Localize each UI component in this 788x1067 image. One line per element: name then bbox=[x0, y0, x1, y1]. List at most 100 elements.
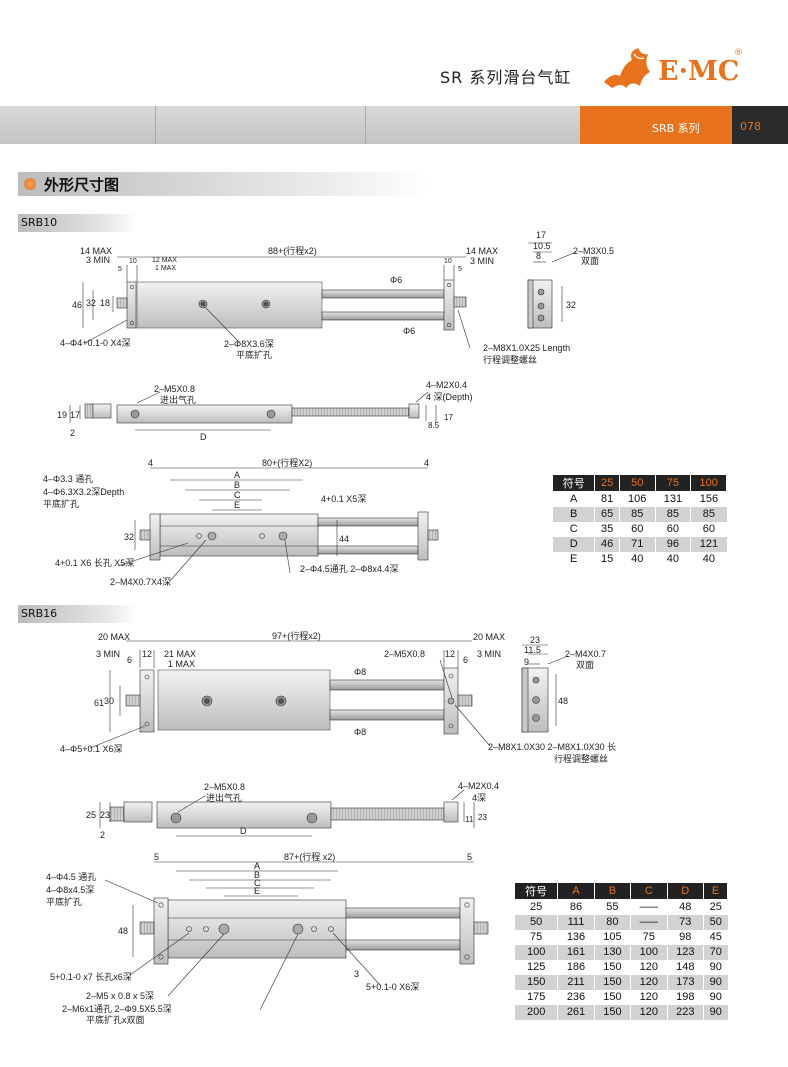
dim-label: 80+(行程X2) bbox=[262, 457, 312, 468]
table-cell: 65 bbox=[594, 506, 620, 522]
table-cell: 85 bbox=[690, 506, 727, 522]
dim-label: 5 bbox=[458, 266, 462, 273]
dim-label: Φ6 bbox=[390, 275, 402, 285]
table-cell: C bbox=[551, 521, 595, 537]
srb10-side-view bbox=[69, 391, 437, 431]
note: 行程调整螺丝 bbox=[483, 354, 537, 365]
dim-label: 10 bbox=[129, 258, 137, 265]
note: 2–M5 x 0.8 x 5深 bbox=[86, 991, 154, 1001]
note: 平底扩孔 bbox=[46, 896, 82, 907]
table-cell: 150 bbox=[593, 959, 631, 975]
table-cell: 40 bbox=[654, 551, 691, 567]
table-cell: 90 bbox=[702, 989, 728, 1005]
dim-label: B bbox=[254, 870, 260, 880]
table-cell: 148 bbox=[666, 959, 704, 975]
dim-label: Φ8 bbox=[354, 667, 366, 677]
table-cell: B bbox=[551, 506, 595, 522]
note: 2–M8X1.0X30 2–M8X1.0X30 长 bbox=[488, 741, 616, 752]
table-cell: E bbox=[551, 551, 595, 567]
table-cell: 15 bbox=[594, 551, 620, 567]
table-cell: 35 bbox=[594, 521, 620, 537]
table-cell: 90 bbox=[702, 1004, 728, 1020]
table-cell: 121 bbox=[690, 536, 727, 552]
table-cell: 70 bbox=[702, 944, 728, 960]
dim-label: 4 bbox=[148, 458, 153, 468]
table-cell: 105 bbox=[593, 929, 631, 945]
table-cell: 131 bbox=[654, 491, 691, 507]
dim-label: 5 bbox=[118, 266, 122, 273]
srb16-side-view bbox=[99, 789, 475, 837]
dim-label: C bbox=[254, 878, 261, 888]
dim-label: 4 bbox=[424, 458, 429, 468]
table-cell: A bbox=[551, 491, 595, 507]
table-cell: 156 bbox=[690, 491, 727, 507]
table-cell: 85 bbox=[654, 506, 691, 522]
series-tab-label: SRB 系列 bbox=[652, 122, 700, 135]
table-header-cell: B bbox=[593, 882, 632, 900]
dim-label: 3 MIN bbox=[86, 255, 110, 265]
dim-label: 10.5 bbox=[533, 241, 551, 251]
table-cell: 75 bbox=[513, 929, 558, 945]
dim-label: 17 bbox=[536, 230, 546, 240]
table-header-cell: 符号 bbox=[513, 882, 559, 900]
dim-label: 32 bbox=[124, 532, 134, 542]
note: 2–M4X0.7X4深 bbox=[110, 577, 171, 587]
dim-label: 11.5 bbox=[524, 645, 541, 655]
table-cell: 111 bbox=[557, 914, 595, 930]
srb16-end-view bbox=[521, 644, 569, 733]
table-header-cell: C bbox=[630, 882, 668, 900]
note: 4–Φ4+0.1-0 X4深 bbox=[60, 338, 130, 348]
dim-label: 87+(行程 x2) bbox=[284, 851, 335, 862]
dim-label: 12 bbox=[142, 649, 152, 659]
dim-label: 30 bbox=[104, 696, 114, 706]
dim-label: 10 bbox=[444, 258, 452, 265]
dim-label: 23 bbox=[100, 810, 110, 820]
srb10-bottom-view bbox=[117, 467, 439, 582]
dim-label: 2 bbox=[100, 830, 105, 840]
table-cell: 186 bbox=[557, 959, 595, 975]
table-cell: 125 bbox=[513, 959, 558, 975]
note: 4–Φ4.5 通孔 bbox=[46, 872, 96, 882]
dim-label: 5 bbox=[467, 852, 472, 862]
note: 4 深(Depth) bbox=[426, 392, 473, 402]
dim-label: 61 bbox=[94, 698, 104, 708]
band-divider bbox=[155, 106, 156, 144]
dim-label: 17 bbox=[444, 413, 453, 422]
table-cell: 236 bbox=[557, 989, 595, 1005]
dim-label: 12 bbox=[445, 649, 455, 659]
table-cell: 96 bbox=[654, 536, 691, 552]
dim-label: 32 bbox=[86, 298, 96, 308]
band-divider bbox=[365, 106, 366, 144]
page-title: SR 系列滑台气缸 bbox=[440, 68, 572, 87]
table-header-cell: D bbox=[666, 882, 704, 900]
dim-label: 3 MIN bbox=[470, 256, 494, 266]
table-cell: 150 bbox=[593, 974, 631, 990]
section-header: 外形尺寸图 bbox=[18, 172, 428, 196]
table-cell: 25 bbox=[702, 899, 728, 915]
table-cell: 60 bbox=[654, 521, 691, 537]
section-title: 外形尺寸图 bbox=[44, 176, 120, 194]
table-cell: 55 bbox=[593, 899, 631, 915]
note: 2–M3X0.5 bbox=[573, 246, 614, 256]
dim-label: 17 bbox=[70, 410, 80, 420]
dim-label: 1 MAX bbox=[168, 659, 195, 669]
table-cell: 48 bbox=[666, 899, 704, 915]
srb10-end-view bbox=[527, 242, 577, 329]
note: 双面 bbox=[581, 256, 599, 266]
drawing-labels: 14 MAX 3 MIN 10 5 12 MAX 1 MAX 88+(行程x2)… bbox=[43, 230, 616, 1025]
dim-label: 19 bbox=[57, 410, 67, 420]
table-cell: 50 bbox=[702, 914, 728, 930]
note: 2–M6x1通孔 2–Φ9.5X5.5深 bbox=[62, 1004, 172, 1014]
table-cell: 120 bbox=[630, 974, 668, 990]
dim-label: E bbox=[234, 500, 240, 510]
dim-label: 12 MAX bbox=[152, 257, 177, 264]
brand-logo-horse-icon bbox=[604, 48, 650, 88]
